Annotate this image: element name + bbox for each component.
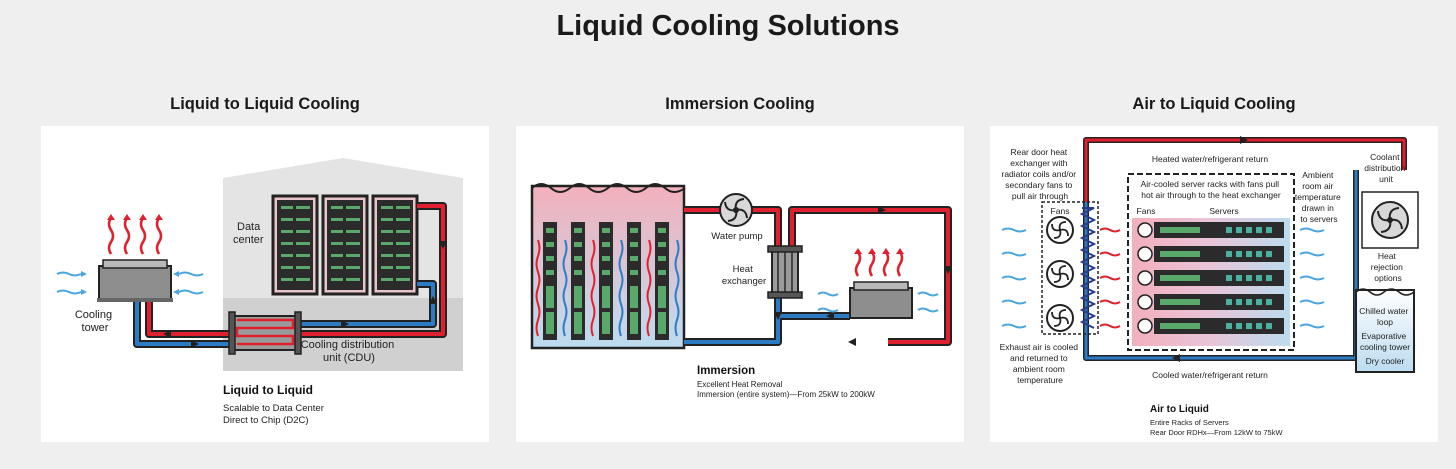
air-flow-waves bbox=[56, 271, 204, 295]
heading-air-to-liquid: Air to Liquid Cooling bbox=[1132, 95, 1296, 113]
panel-air-to-liquid: Rear door heat exchanger with radiator c… bbox=[990, 126, 1438, 442]
label-heat-rejection: Heat rejection options bbox=[1371, 251, 1406, 283]
caption-line: Entire Racks of Servers bbox=[1150, 418, 1229, 427]
label-chilled-loop: Chilled water loop bbox=[1359, 306, 1411, 327]
heading-liquid-to-liquid: Liquid to Liquid Cooling bbox=[170, 95, 360, 113]
label-servers: Servers bbox=[1209, 206, 1238, 216]
label-rear-door: Rear door heat exchanger with radiator c… bbox=[1001, 147, 1078, 201]
hot-pipe bbox=[684, 208, 950, 344]
caption-line: Direct to Chip (D2C) bbox=[223, 415, 309, 426]
label-cooled-return: Cooled water/refrigerant return bbox=[1152, 370, 1268, 380]
air-flow-waves bbox=[817, 291, 939, 313]
caption-line: Rear Door RDHx—From 12kW to 75kW bbox=[1150, 428, 1283, 437]
label-heat-exchanger: Heat exchanger bbox=[722, 264, 766, 287]
label-fans-rack: Fans bbox=[1137, 206, 1156, 216]
label-ambient: Ambient room air temperature drawn in to… bbox=[1295, 170, 1343, 224]
flow-arrows bbox=[163, 241, 447, 348]
caption-title: Immersion bbox=[697, 365, 755, 377]
label-exhaust: Exhaust air is cooled and returned to am… bbox=[1000, 342, 1081, 385]
cdu-heat-exchanger bbox=[228, 311, 302, 355]
fan-icon bbox=[1046, 216, 1074, 332]
dry-cooler bbox=[849, 281, 913, 319]
flow-arrows bbox=[774, 206, 952, 346]
water-pump-icon bbox=[719, 193, 753, 227]
caption-line: Scalable to Data Center bbox=[223, 403, 324, 414]
panel-immersion: Water pump Heat exchanger Immersion Exce… bbox=[516, 126, 964, 442]
label-water-pump: Water pump bbox=[711, 231, 762, 242]
heat-waves bbox=[107, 217, 163, 255]
flow-arrows bbox=[1172, 136, 1248, 362]
server-rows bbox=[1137, 222, 1284, 334]
cooling-tower bbox=[97, 259, 173, 302]
heat-exchanger bbox=[767, 245, 803, 299]
label-fans-left: Fans bbox=[1051, 206, 1070, 216]
dry-cooler-tank bbox=[1355, 289, 1415, 373]
rear-door-heat-exchanger bbox=[1041, 201, 1099, 335]
label-cdu: Cooling distribution unit (CDU) bbox=[301, 339, 398, 364]
caption-title: Liquid to Liquid bbox=[223, 383, 313, 397]
caption-title: Air to Liquid bbox=[1150, 404, 1209, 415]
diagram-liquid-to-liquid: Data center Cooling tower Cooling distri… bbox=[56, 158, 463, 426]
caption-line: Immersion (entire system)—From 25kW to 2… bbox=[697, 390, 875, 399]
ambient-air-waves bbox=[1001, 227, 1325, 329]
label-cdu: Coolant distribution unit bbox=[1364, 152, 1407, 184]
label-dry-cooler: Dry cooler bbox=[1366, 356, 1405, 366]
immersed-servers bbox=[543, 222, 669, 340]
heading-immersion: Immersion Cooling bbox=[665, 95, 815, 113]
heat-waves bbox=[854, 251, 904, 277]
cold-pipe bbox=[684, 292, 850, 344]
coolant-distribution-unit bbox=[1361, 191, 1419, 249]
cdu-fan-icon bbox=[1371, 201, 1409, 239]
server-racks bbox=[271, 194, 419, 296]
page-title: Liquid Cooling Solutions bbox=[556, 10, 900, 42]
label-heated-return: Heated water/refrigerant return bbox=[1152, 154, 1268, 164]
diagram-immersion: Water pump Heat exchanger Immersion Exce… bbox=[530, 183, 952, 399]
caption-line: Excellent Heat Removal bbox=[697, 380, 783, 389]
label-racks-desc: Air-cooled server racks with fans pull h… bbox=[1141, 179, 1282, 200]
label-evap-tower: Evaporative cooling tower bbox=[1360, 331, 1410, 352]
convection-waves bbox=[535, 239, 680, 337]
label-cooling-tower: Cooling tower bbox=[75, 309, 115, 334]
cooled-return-pipe bbox=[1084, 170, 1358, 360]
hot-air-waves bbox=[1099, 227, 1121, 329]
diagram-air-to-liquid: Rear door heat exchanger with radiator c… bbox=[1000, 136, 1419, 437]
label-data-center: Data center bbox=[233, 221, 264, 246]
panel-liquid-to-liquid: Data center Cooling tower Cooling distri… bbox=[41, 126, 489, 442]
